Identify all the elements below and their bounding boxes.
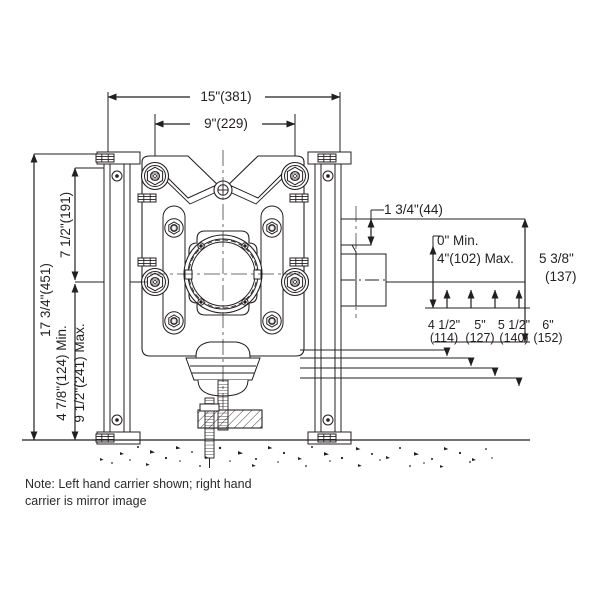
dim-label-overall-width: 15"(381) (200, 89, 251, 104)
dim-label-6-b: (152) (533, 331, 562, 345)
drawing-note: Note: Left hand carrier shown; right han… (25, 477, 252, 508)
bolt-rib-upper-left (164, 218, 184, 238)
dim-label-5-1-2-b: (140) (499, 331, 528, 345)
dim-label-5-b: (127) (465, 331, 494, 345)
outlet-pipe-assembly (340, 218, 387, 307)
dim-label-outlet-offset: 1 3/4"(44) (384, 202, 443, 217)
dim-label-lower-min: 4 7/8"(124) Min. (54, 325, 69, 421)
dim-label-5-a: 5" (474, 318, 485, 332)
left-frame-member (95, 151, 141, 445)
dim-label-6-a: 6" (542, 318, 553, 332)
anchor-stud (199, 397, 220, 468)
dim-label-outlet-max: 4"(102) Max. (437, 251, 514, 266)
dim-label-bolt-spacing-width: 9"(229) (204, 116, 248, 131)
dim-label-right-overall-2: (137) (545, 269, 577, 284)
bolt-rib-upper-right (262, 218, 282, 238)
top-dimension-group (107, 92, 341, 160)
dim-label-outlet-min: 0" Min. (437, 233, 479, 248)
dim-label-right-overall-1: 5 3/8" (539, 251, 574, 266)
dim-label-lower-max: 9 1/2"(241) Max. (72, 323, 87, 422)
bolt-rib-lower-right (262, 311, 282, 331)
dim-label-overall-height: 17 3/4"(451) (38, 263, 53, 337)
bolt-upper-left (140, 161, 170, 191)
centerlines (132, 150, 357, 410)
bolt-lower-right (280, 267, 310, 297)
bolt-rib-lower-left (164, 311, 184, 331)
bolt-upper-right (280, 161, 310, 191)
bottom-right-leaders (300, 347, 523, 387)
dim-label-upper-height: 7 1/2"(191) (58, 192, 73, 258)
dim-label-4-1-2-b: (114) (430, 331, 458, 345)
dim-label-4-1-2-a: 4 1/2" (428, 318, 460, 332)
right-frame-member (307, 151, 352, 445)
ground-line-concrete (22, 439, 530, 468)
right-dimension-group (341, 209, 530, 343)
dim-label-5-1-2-a: 5 1/2" (498, 318, 530, 332)
concrete-speckle (100, 446, 493, 468)
